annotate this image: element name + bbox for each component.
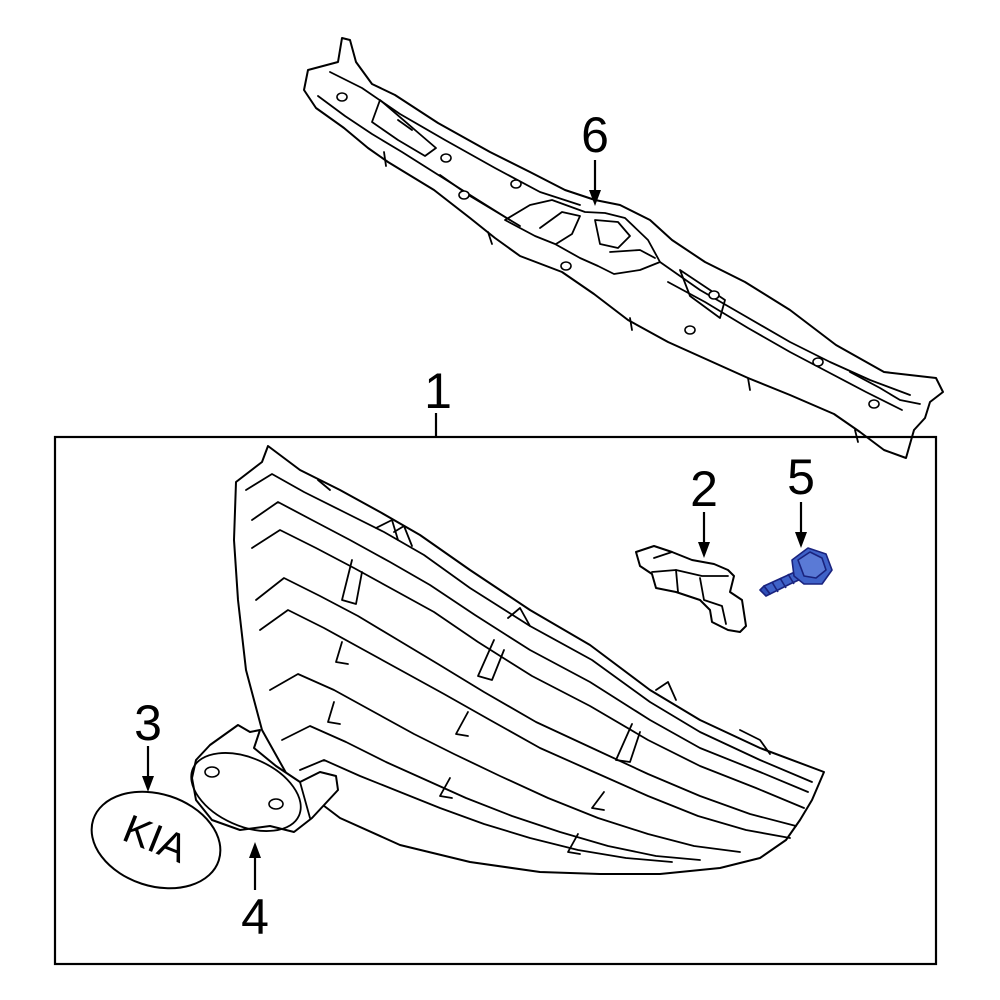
callout-4: 4 <box>241 889 269 945</box>
callout-2: 2 <box>690 461 718 517</box>
part-6-radiator-support-cover <box>303 37 944 459</box>
assembly-1-frame <box>53 435 938 966</box>
leader-3 <box>142 746 154 792</box>
callout-5: 5 <box>787 449 815 505</box>
callout-3: 3 <box>134 695 162 751</box>
leader-2 <box>698 512 710 558</box>
part-2-bracket <box>635 545 747 633</box>
leader-4 <box>249 842 261 890</box>
part-5-bolt <box>759 547 833 597</box>
leader-5 <box>795 502 807 548</box>
part-3-emblem: KIA <box>90 790 222 890</box>
callout-6: 6 <box>581 107 609 163</box>
part-1-grille <box>233 445 825 875</box>
callout-1: 1 <box>424 363 452 419</box>
leader-6 <box>589 160 601 206</box>
part-4-emblem-bracket <box>190 724 339 833</box>
